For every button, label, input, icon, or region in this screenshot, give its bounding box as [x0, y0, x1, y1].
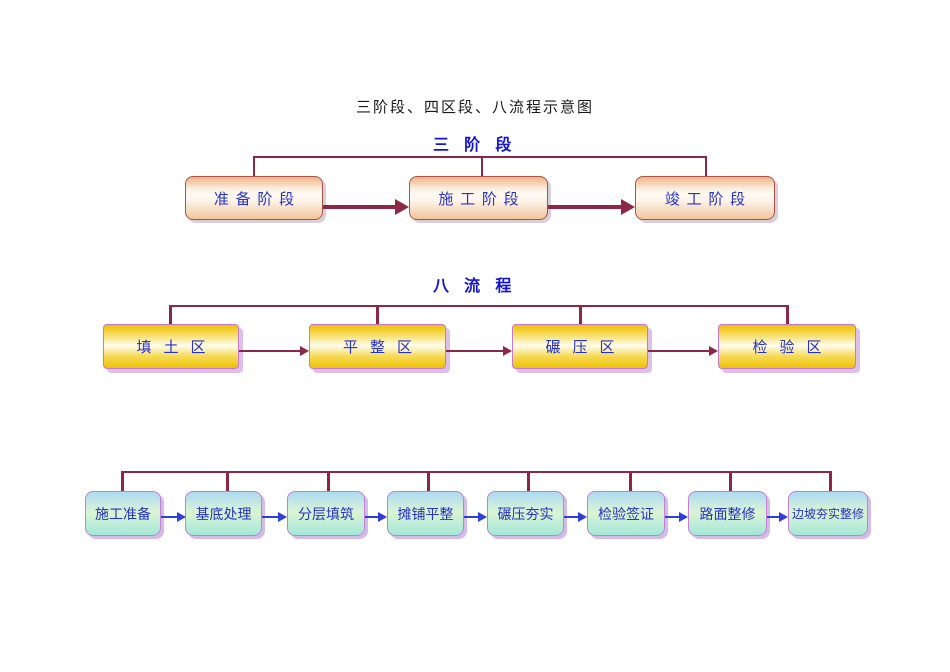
flow-arrow: [323, 199, 409, 215]
zones-bracket-vline: [786, 305, 789, 324]
steps-bracket-vline: [629, 471, 632, 491]
stages-bracket-vline: [481, 156, 483, 177]
arrow-shaft: [648, 350, 711, 352]
arrow-head-icon: [503, 346, 512, 356]
zone-box-rolling: 碾压区: [512, 324, 648, 369]
stages-bracket-vline: [705, 156, 707, 177]
arrow-shaft: [446, 350, 505, 352]
steps-bracket-vline: [729, 471, 732, 491]
stage-box-completion: 竣工阶段: [635, 176, 775, 220]
step-box-surface-repair: 路面整修: [688, 491, 767, 536]
zone-box-filling: 填土区: [103, 324, 239, 369]
arrow-head-icon: [709, 346, 718, 356]
arrow-shaft: [665, 516, 681, 518]
step-box-layered-filling: 分层填筑: [287, 491, 365, 536]
zones-bracket-vline: [376, 305, 379, 324]
diagram-title: 三阶段、四区段、八流程示意图: [355, 100, 594, 116]
step-box-inspection-visa: 检验签证: [587, 491, 665, 536]
arrow-shaft: [262, 516, 280, 518]
arrow-shaft: [365, 516, 380, 518]
flow-arrow: [665, 511, 688, 523]
arrow-shaft: [161, 516, 179, 518]
zones-bracket-vline: [579, 305, 582, 324]
arrow-shaft: [767, 516, 781, 518]
stages-header: 三 阶 段: [432, 137, 517, 154]
arrow-head-icon: [478, 512, 487, 522]
zones-bracket-hline: [170, 305, 788, 307]
arrow-shaft: [464, 516, 480, 518]
stage-box-preparation: 准备阶段: [185, 176, 323, 220]
arrow-shaft: [548, 205, 623, 209]
steps-bracket-vline: [527, 471, 530, 491]
arrow-head-icon: [300, 346, 309, 356]
flow-arrow: [446, 345, 512, 357]
stages-bracket-vline: [253, 156, 255, 176]
flow-arrow: [648, 345, 718, 357]
flow-arrow: [239, 345, 309, 357]
flow-arrow: [548, 199, 635, 215]
flow-arrow: [767, 511, 788, 523]
zones-bracket-vline: [169, 305, 172, 324]
stages-bracket-hline: [253, 156, 707, 158]
arrow-shaft: [239, 350, 302, 352]
steps-bracket-hline: [122, 471, 830, 473]
steps-bracket-vline: [829, 471, 832, 491]
step-box-base-treatment: 基底处理: [185, 491, 262, 536]
processes-header: 八 流 程: [432, 278, 517, 295]
steps-bracket-vline: [226, 471, 229, 491]
steps-bracket-vline: [327, 471, 330, 491]
arrow-head-icon: [378, 512, 387, 522]
steps-bracket-vline: [121, 471, 124, 491]
arrow-shaft: [323, 205, 397, 209]
flow-arrow: [365, 511, 387, 523]
step-box-paving-leveling: 摊铺平整: [387, 491, 464, 536]
flow-arrow: [464, 511, 487, 523]
arrow-head-icon: [278, 512, 287, 522]
arrow-head-icon: [679, 512, 688, 522]
zone-box-inspection: 检验区: [718, 324, 856, 369]
flow-arrow: [161, 511, 186, 523]
flow-arrow: [564, 511, 587, 523]
steps-bracket-vline: [427, 471, 430, 491]
arrow-head-icon: [578, 512, 587, 522]
flow-arrow: [262, 511, 287, 523]
zone-box-leveling: 平整区: [309, 324, 446, 369]
step-box-construction-prep: 施工准备: [85, 491, 161, 536]
arrow-shaft: [564, 516, 580, 518]
step-box-slope-compaction-repair: 边坡夯实整修: [788, 491, 868, 536]
step-box-rolling-compaction: 碾压夯实: [487, 491, 564, 536]
stage-box-construction: 施工阶段: [409, 176, 548, 220]
arrow-head-icon: [395, 199, 409, 215]
arrow-head-icon: [621, 199, 635, 215]
arrow-head-icon: [779, 512, 788, 522]
arrow-head-icon: [177, 512, 186, 522]
